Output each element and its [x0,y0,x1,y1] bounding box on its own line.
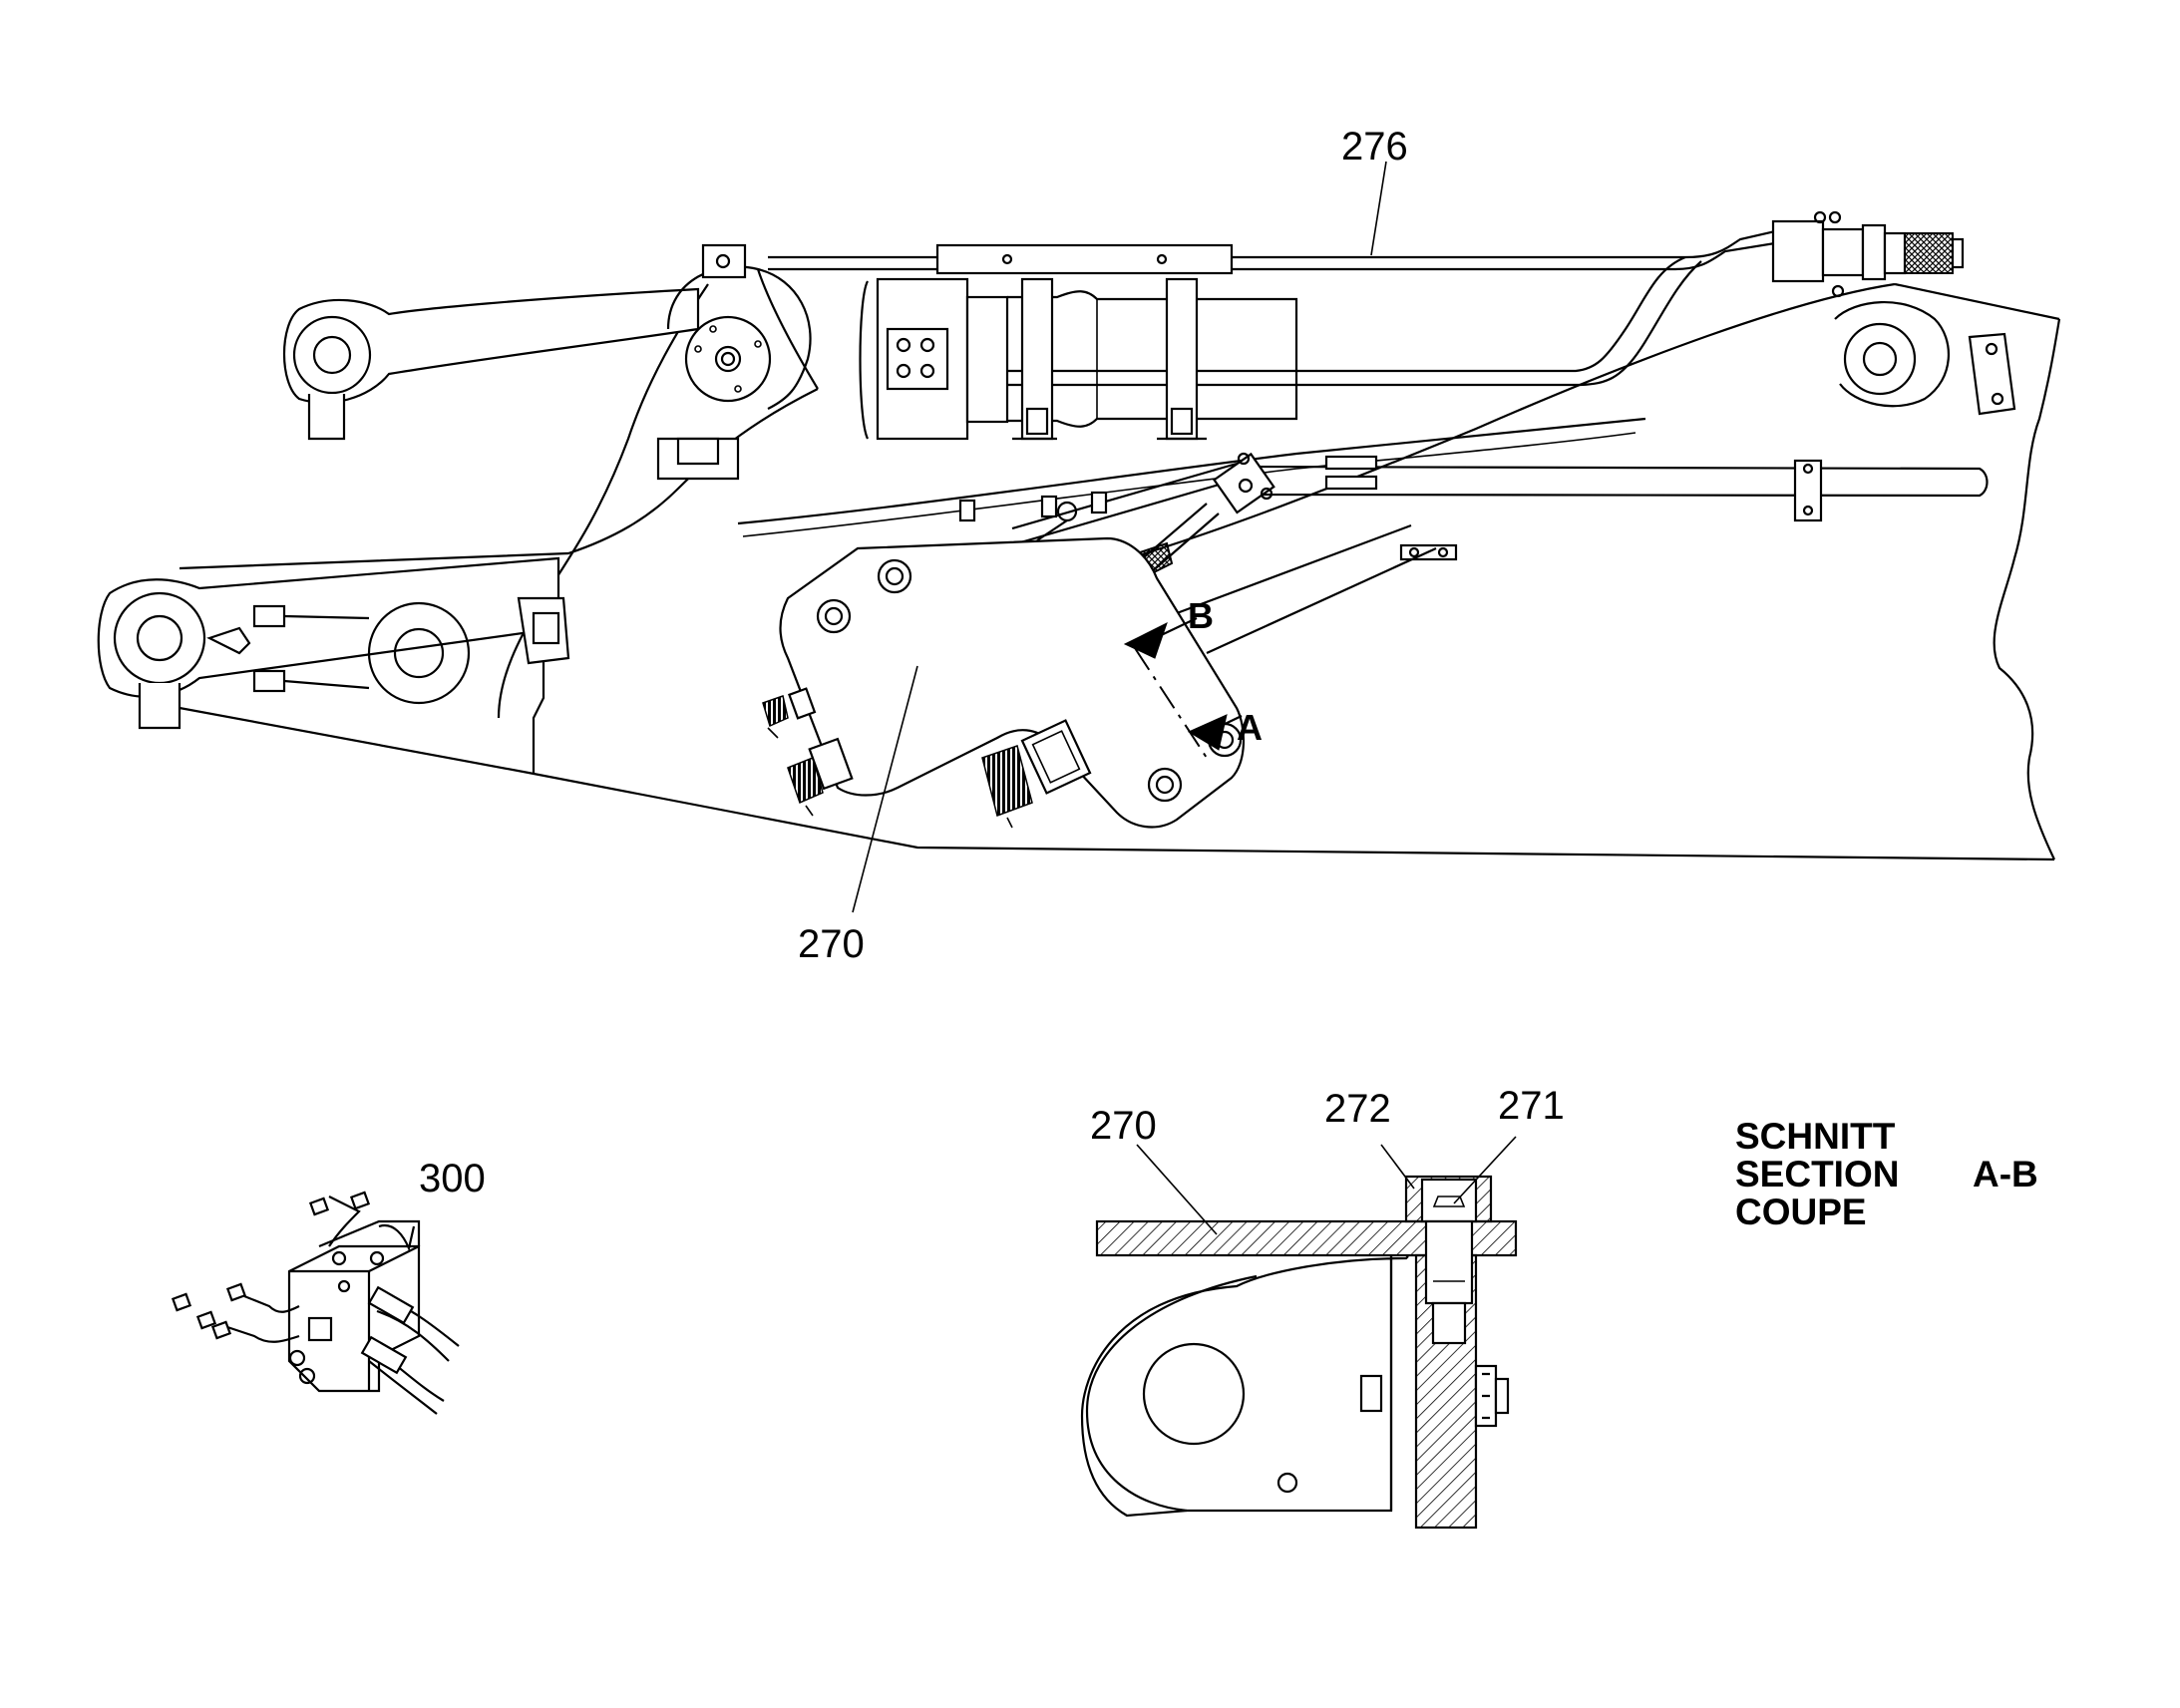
middle-tube [1236,455,1989,561]
pipe-276 [768,210,1965,387]
right-pivot [1834,300,2016,416]
section-title: SCHNITT SECTION COUPE A-B [1735,1116,2038,1232]
callout-270-section: 270 [1090,1104,1157,1148]
leader-276 [1370,161,1387,256]
boom-frame [179,268,2061,861]
cut-mark-b: B [1188,595,1214,636]
leader-270-section [1136,1144,1218,1235]
callout-270-main: 270 [798,922,865,966]
valve-plate-270 [762,536,1246,829]
section-cut-line: B A [1123,595,1263,759]
section-designation: A-B [1973,1154,2038,1195]
central-pivot [656,243,812,481]
callout-271: 271 [1498,1084,1565,1128]
leader-270-main [852,665,918,913]
callout-272: 272 [1324,1087,1391,1131]
callout-276: 276 [1341,125,1408,169]
hydraulic-cylinder [859,277,1298,441]
main-view: B A 276 270 [97,125,2061,966]
section-title-coupe: COUPE [1735,1192,1867,1232]
section-a-b: 270 272 271 [1080,1084,1565,1530]
cut-mark-a: A [1237,707,1263,748]
section-title-schnitt: SCHNITT [1735,1116,1896,1157]
lower-left-linkage [97,556,570,730]
section-title-section: SECTION [1735,1154,1899,1195]
leader-271 [1453,1136,1517,1204]
leader-272 [1380,1144,1415,1190]
valve-block-300: 300 [171,1157,486,1415]
callout-300: 300 [419,1157,486,1200]
left-upper-pivot [283,287,700,441]
